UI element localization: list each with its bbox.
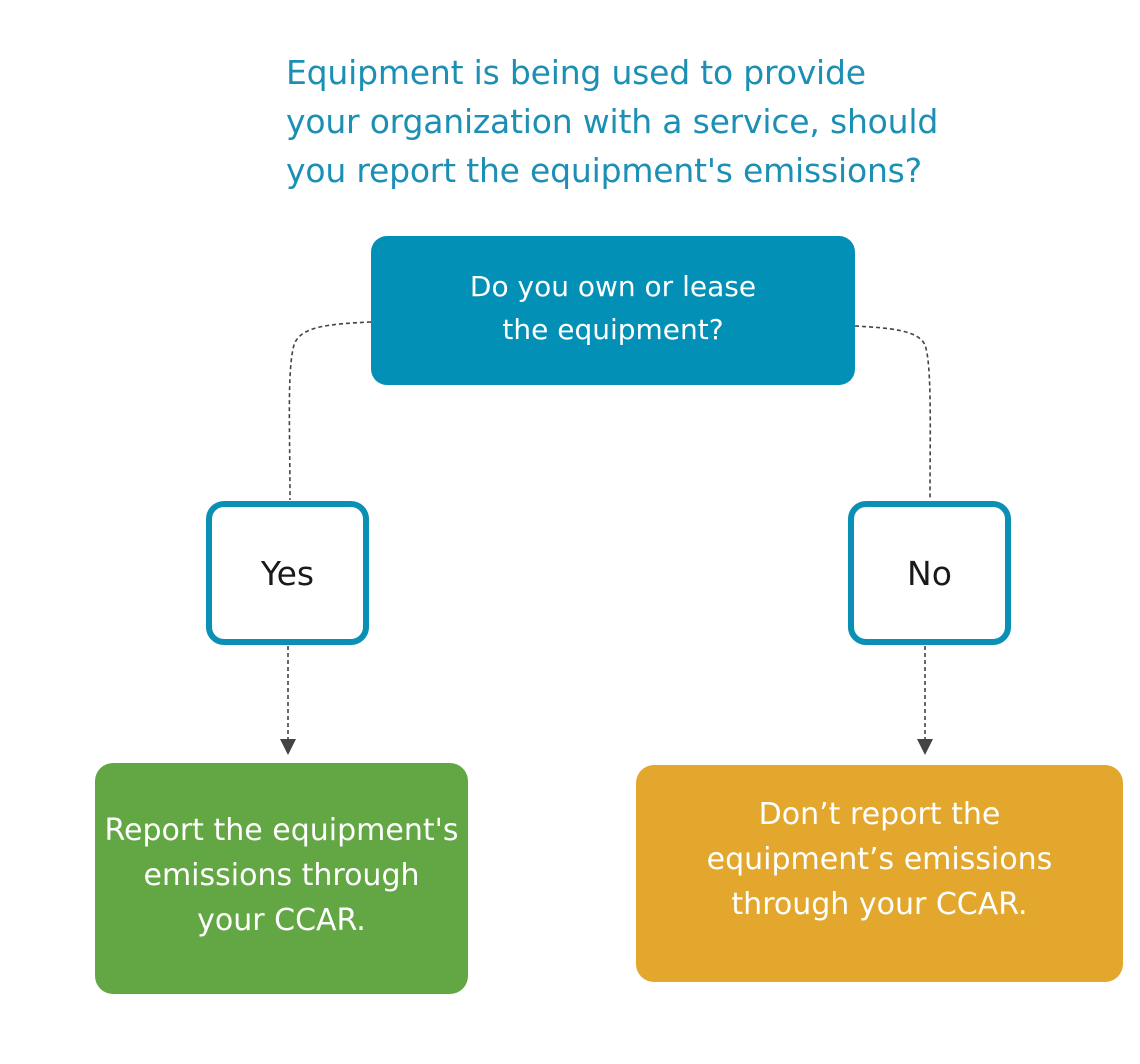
question-line-2: the equipment? xyxy=(502,312,724,346)
report-line-2: emissions through xyxy=(143,858,420,893)
diagram-title: Equipment is being used to provide your … xyxy=(286,48,1006,195)
question-node: Do you own or lease the equipment? xyxy=(371,236,855,385)
title-line-2: your organization with a service, should xyxy=(286,102,939,141)
dont-report-line-1: Don’t report the xyxy=(758,797,1001,832)
question-line-1: Do you own or lease xyxy=(469,269,757,303)
yes-label: Yes xyxy=(260,553,315,593)
dont-report-line-2: equipment’s emissions xyxy=(706,842,1053,877)
title-line-1: Equipment is being used to provide xyxy=(286,53,866,92)
report-outcome-node: Report the equipment's emissions through… xyxy=(95,763,468,994)
report-line-3: your CCAR. xyxy=(197,903,366,938)
yes-node: Yes xyxy=(206,501,369,645)
dont-report-line-3: through your CCAR. xyxy=(731,887,1028,922)
dont-report-outcome-node: Don’t report the equipment’s emissions t… xyxy=(636,765,1123,982)
no-label: No xyxy=(907,553,952,593)
title-line-3: you report the equipment's emissions? xyxy=(286,151,922,190)
connector-question-to-no xyxy=(854,325,932,501)
connector-question-to-yes xyxy=(288,321,372,501)
report-line-1: Report the equipment's xyxy=(104,813,459,848)
no-node: No xyxy=(848,501,1011,645)
